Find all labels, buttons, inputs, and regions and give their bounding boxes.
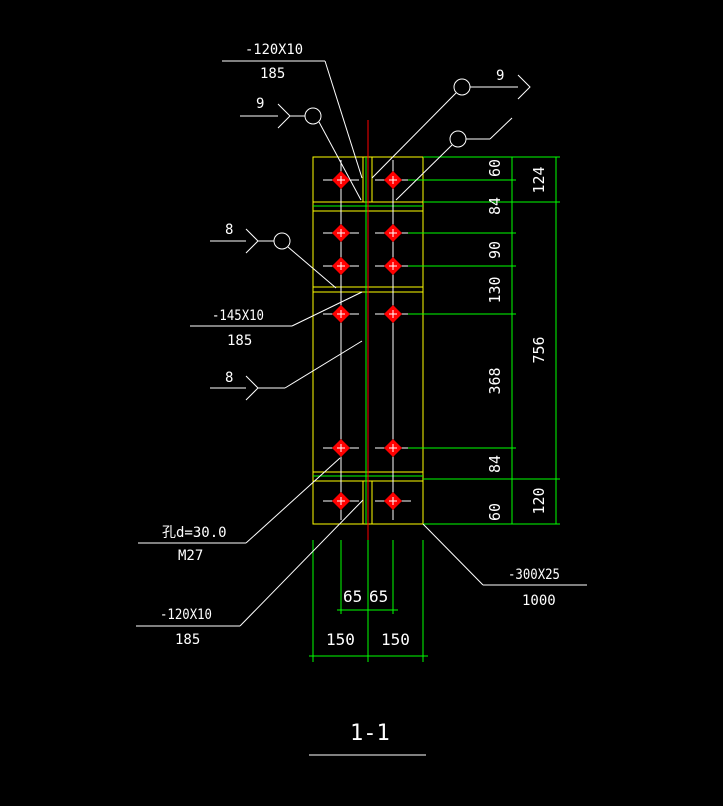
mid-plate-length: 185 [227,333,252,349]
top-plate-length: 185 [260,66,285,82]
bolt-gauge-right: 65 [369,587,388,606]
bolt-spec: M27 [178,548,203,564]
weld-top-right-size: 9 [496,68,504,84]
dimension-segment-4: 368 [486,367,504,394]
plate-half-right: 150 [381,630,410,649]
bolt [323,492,359,510]
bolt [323,439,359,457]
dimension-segment-2: 90 [486,241,504,259]
weld-web-size: 8 [225,370,233,386]
bolt [375,257,411,275]
dimension-segment-1: 84 [486,197,504,215]
dimension-group-2: 120 [530,487,548,514]
hole-spec: 孔d=30.0 [162,525,227,541]
base-plate-spec: -300X25 [508,567,560,583]
bottom-plate-length: 185 [175,632,200,648]
leader-lines [136,60,587,756]
bolt [323,224,359,242]
dimension-segment-5: 84 [486,455,504,473]
mid-plate-spec: -145X10 [212,308,264,324]
bolt [375,492,411,510]
weld-top-left-size: 9 [256,96,264,112]
bottom-plate-spec: -120X10 [160,607,212,623]
bolt-group [323,171,411,510]
bolt-gauge-left: 65 [343,587,362,606]
bolt-grid-lines [340,160,394,520]
bolt [323,171,359,189]
plate-half-left: 150 [326,630,355,649]
base-plate-length: 1000 [522,593,556,609]
bolt [375,224,411,242]
bolt [375,305,411,323]
bolt [323,305,359,323]
bolt [323,257,359,275]
dimension-group-0: 124 [530,166,548,193]
dimension-segment-6: 60 [486,503,504,521]
bolt [375,439,411,457]
weld-mid-size: 8 [225,222,233,238]
dimension-segment-3: 130 [486,276,504,303]
dimension-group-1: 756 [530,336,548,363]
top-plate-spec: -120X10 [245,42,303,58]
right-dimension-system [408,156,560,525]
bottom-dimension-system [309,540,428,662]
bolt [375,171,411,189]
section-title: 1-1 [350,721,390,746]
dimension-segment-0: 60 [486,159,504,177]
